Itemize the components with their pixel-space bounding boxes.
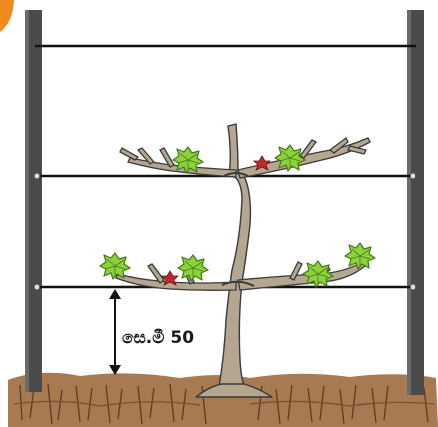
- grape-leaf-icon: [344, 242, 376, 270]
- grape-leaf-icon: [99, 252, 131, 280]
- grape-leaf-icon: [302, 260, 334, 288]
- corner-accent: [0, 0, 14, 32]
- grape-leaf-icon: [274, 144, 306, 172]
- grape-leaf-icon: [177, 254, 209, 282]
- trellis-post-left: [25, 10, 42, 392]
- soil-ground: [8, 372, 438, 427]
- cordon-arm-bottom-left: [115, 263, 237, 291]
- height-measurement-label: සෙ.මී 50: [122, 328, 195, 348]
- trellis-post-right: [407, 10, 424, 395]
- double-headed-vertical-arrow: [109, 289, 121, 375]
- cordon-arm-middle-right: [237, 137, 371, 179]
